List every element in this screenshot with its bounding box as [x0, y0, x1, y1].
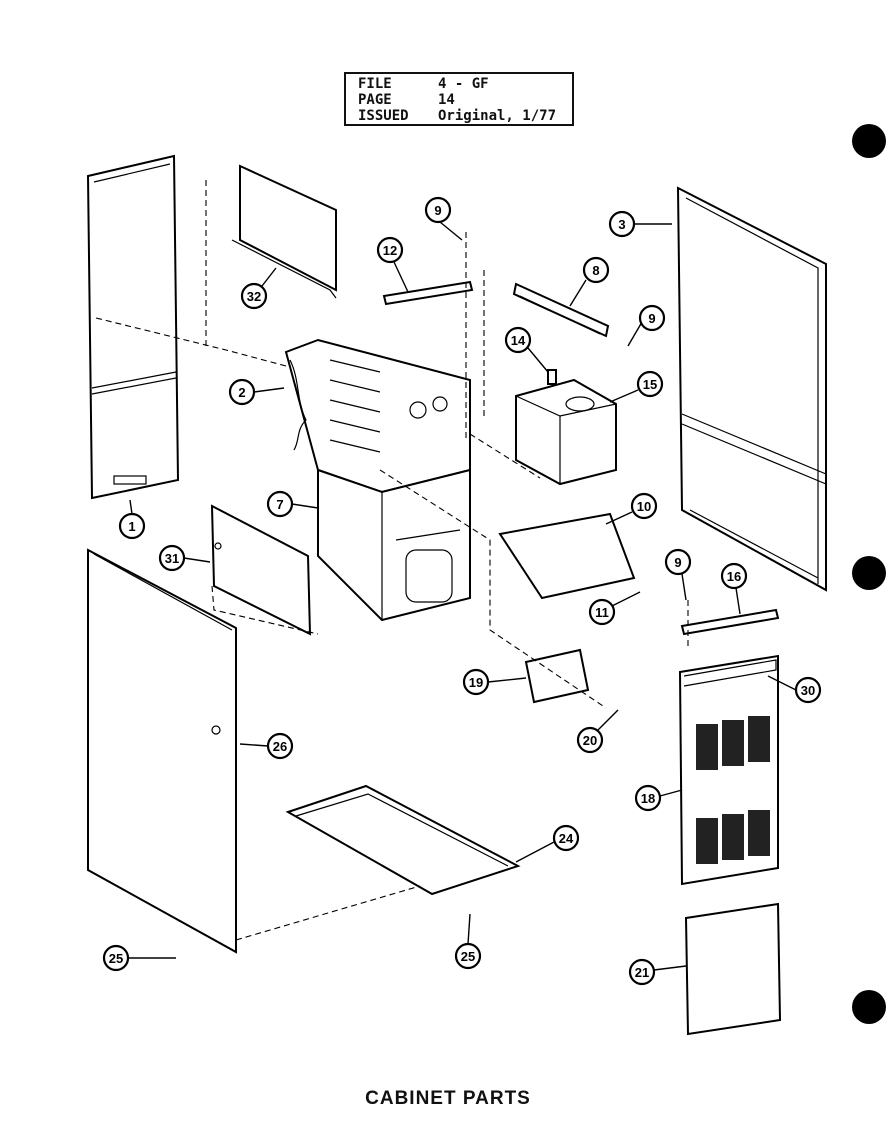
binder-hole-bottom: [852, 990, 886, 1024]
page-value: 14: [438, 92, 455, 108]
file-label: FILE: [358, 76, 392, 92]
callout-31: 31: [158, 544, 211, 572]
issued-value: Original, 1/77: [438, 108, 557, 124]
callout-10: 10: [605, 492, 658, 525]
svg-text:25: 25: [461, 949, 475, 964]
callout-14: 14: [504, 326, 549, 373]
svg-text:9: 9: [674, 555, 681, 570]
svg-text:30: 30: [801, 683, 815, 698]
callout-1: 1: [118, 499, 146, 540]
callout-3: 3: [608, 210, 672, 238]
svg-text:2: 2: [238, 385, 245, 400]
svg-text:20: 20: [583, 733, 597, 748]
callout-24: 24: [515, 824, 580, 863]
svg-text:9: 9: [434, 203, 441, 218]
binder-hole-middle: [852, 556, 886, 590]
part-19-bracket: [524, 648, 590, 704]
part-15-blower-housing: [515, 378, 617, 486]
part-10-shelf: [498, 512, 636, 600]
svg-text:7: 7: [276, 497, 283, 512]
callout-7: 7: [266, 490, 319, 518]
svg-text:32: 32: [247, 289, 261, 304]
part-30-panel-trim: [683, 659, 777, 687]
part-31-divider-panel: [210, 504, 312, 636]
svg-text:15: 15: [643, 377, 657, 392]
part-32-top-baffle: [231, 164, 337, 299]
callout-12: 12: [376, 236, 409, 293]
callout-20: 20: [576, 709, 619, 754]
part-18-grille-panel: [678, 654, 779, 886]
assembly-guide-lines: [95, 180, 689, 941]
file-value: 4 - GF: [438, 76, 489, 92]
svg-text:10: 10: [637, 499, 651, 514]
svg-text:12: 12: [383, 243, 397, 258]
callout-16: 16: [720, 562, 748, 615]
svg-text:1: 1: [128, 519, 135, 534]
callout-26: 26: [239, 732, 294, 760]
callout-9-right: 9: [627, 304, 666, 347]
svg-text:3: 3: [618, 217, 625, 232]
svg-text:9: 9: [648, 311, 655, 326]
callout-2: 2: [228, 378, 285, 406]
svg-text:24: 24: [559, 831, 574, 846]
part-8-bracket: [512, 282, 610, 338]
part-12-rail: [382, 280, 474, 306]
svg-text:8: 8: [592, 263, 599, 278]
svg-text:26: 26: [273, 739, 287, 754]
svg-text:21: 21: [635, 965, 649, 980]
callout-19: 19: [462, 668, 527, 696]
svg-text:16: 16: [727, 569, 741, 584]
part-14-clip: [547, 369, 557, 385]
callout-9-lower: 9: [664, 548, 692, 601]
part-7-burner-box: [317, 468, 471, 622]
part-2-heat-exchanger: [284, 338, 471, 494]
file-info-box: FILE 4 - GF PAGE 14 ISSUED Original, 1/77: [344, 72, 574, 126]
svg-text:11: 11: [595, 605, 609, 620]
svg-text:18: 18: [641, 791, 655, 806]
part-3-right-panel: [676, 186, 827, 592]
part-16-rail: [680, 608, 780, 636]
svg-text:31: 31: [165, 551, 179, 566]
part-21-lower-panel: [684, 902, 782, 1036]
callout-21: 21: [628, 958, 687, 986]
diagram-caption: CABINET PARTS: [365, 1088, 531, 1109]
callout-8: 8: [569, 256, 610, 307]
callout-9-upper: 9: [424, 196, 463, 241]
part-24-base-pan: [285, 784, 521, 896]
svg-text:14: 14: [511, 333, 526, 348]
svg-text:25: 25: [109, 951, 123, 966]
part-26-front-door: [87, 548, 237, 954]
svg-text:19: 19: [469, 675, 483, 690]
part-1-side-panel: [86, 154, 180, 500]
binder-hole-top: [852, 124, 886, 158]
callout-18: 18: [634, 784, 683, 812]
callout-25-left: 25: [102, 944, 176, 972]
callout-11: 11: [588, 591, 641, 626]
callout-15: 15: [609, 370, 664, 403]
callout-32: 32: [240, 267, 277, 310]
callout-25-center: 25: [454, 913, 482, 970]
issued-label: ISSUED: [358, 108, 409, 124]
page-label: PAGE: [358, 92, 392, 108]
callout-30: 30: [767, 675, 822, 704]
